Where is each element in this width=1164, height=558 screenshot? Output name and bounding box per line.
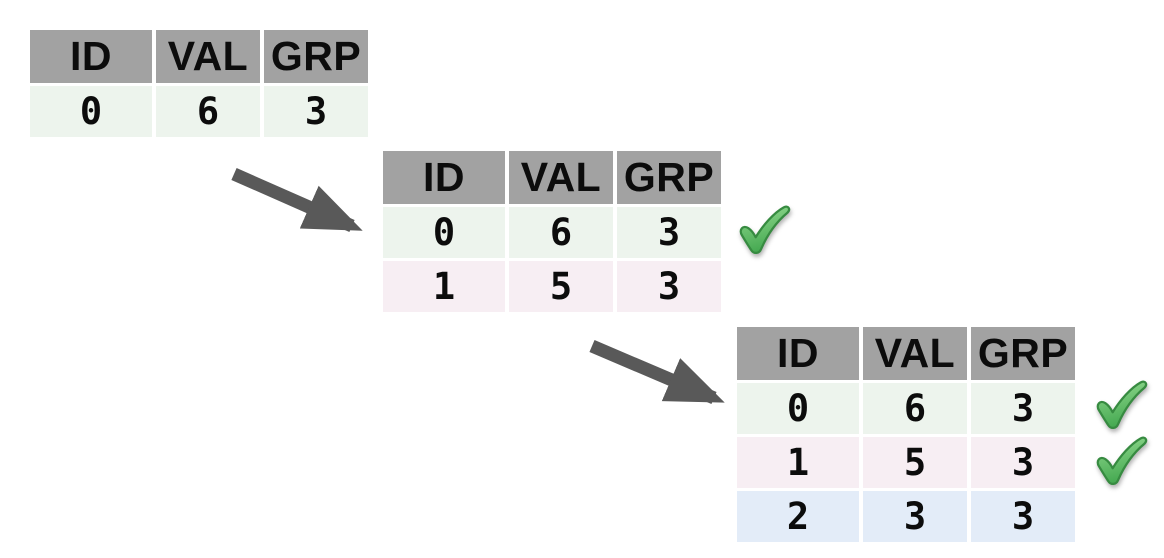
cell-id: 0	[383, 207, 505, 258]
cell-val: 5	[509, 261, 613, 312]
cell-id: 1	[737, 437, 859, 488]
flow-arrow-icon	[231, 168, 363, 232]
header-cell-val: VAL	[509, 151, 613, 204]
cell-val: 6	[863, 383, 967, 434]
header-cell-id: ID	[383, 151, 505, 204]
header-cell-id: ID	[737, 327, 859, 380]
cell-val: 3	[863, 491, 967, 542]
table-step-2: ID VAL GRP 0 6 3 1 5 3	[383, 151, 721, 312]
flow-arrow-icon	[589, 340, 725, 404]
cell-id: 2	[737, 491, 859, 542]
check-icon	[1090, 432, 1148, 490]
cell-grp: 3	[617, 207, 721, 258]
table-step-1: ID VAL GRP 0 6 3	[30, 30, 368, 137]
header-cell-grp: GRP	[617, 151, 721, 204]
table-step-3: ID VAL GRP 0 6 3 1 5 3 2 3 3	[737, 327, 1075, 542]
cell-grp: 3	[971, 491, 1075, 542]
header-cell-grp: GRP	[971, 327, 1075, 380]
cell-val: 6	[509, 207, 613, 258]
check-icon	[733, 201, 791, 259]
cell-id: 0	[30, 86, 152, 137]
header-cell-val: VAL	[156, 30, 260, 83]
check-icon	[1090, 376, 1148, 434]
cell-grp: 3	[971, 383, 1075, 434]
cell-val: 5	[863, 437, 967, 488]
cell-id: 1	[383, 261, 505, 312]
cell-grp: 3	[971, 437, 1075, 488]
header-cell-val: VAL	[863, 327, 967, 380]
header-cell-grp: GRP	[264, 30, 368, 83]
cell-grp: 3	[264, 86, 368, 137]
header-cell-id: ID	[30, 30, 152, 83]
cell-val: 6	[156, 86, 260, 137]
cell-grp: 3	[617, 261, 721, 312]
cell-id: 0	[737, 383, 859, 434]
